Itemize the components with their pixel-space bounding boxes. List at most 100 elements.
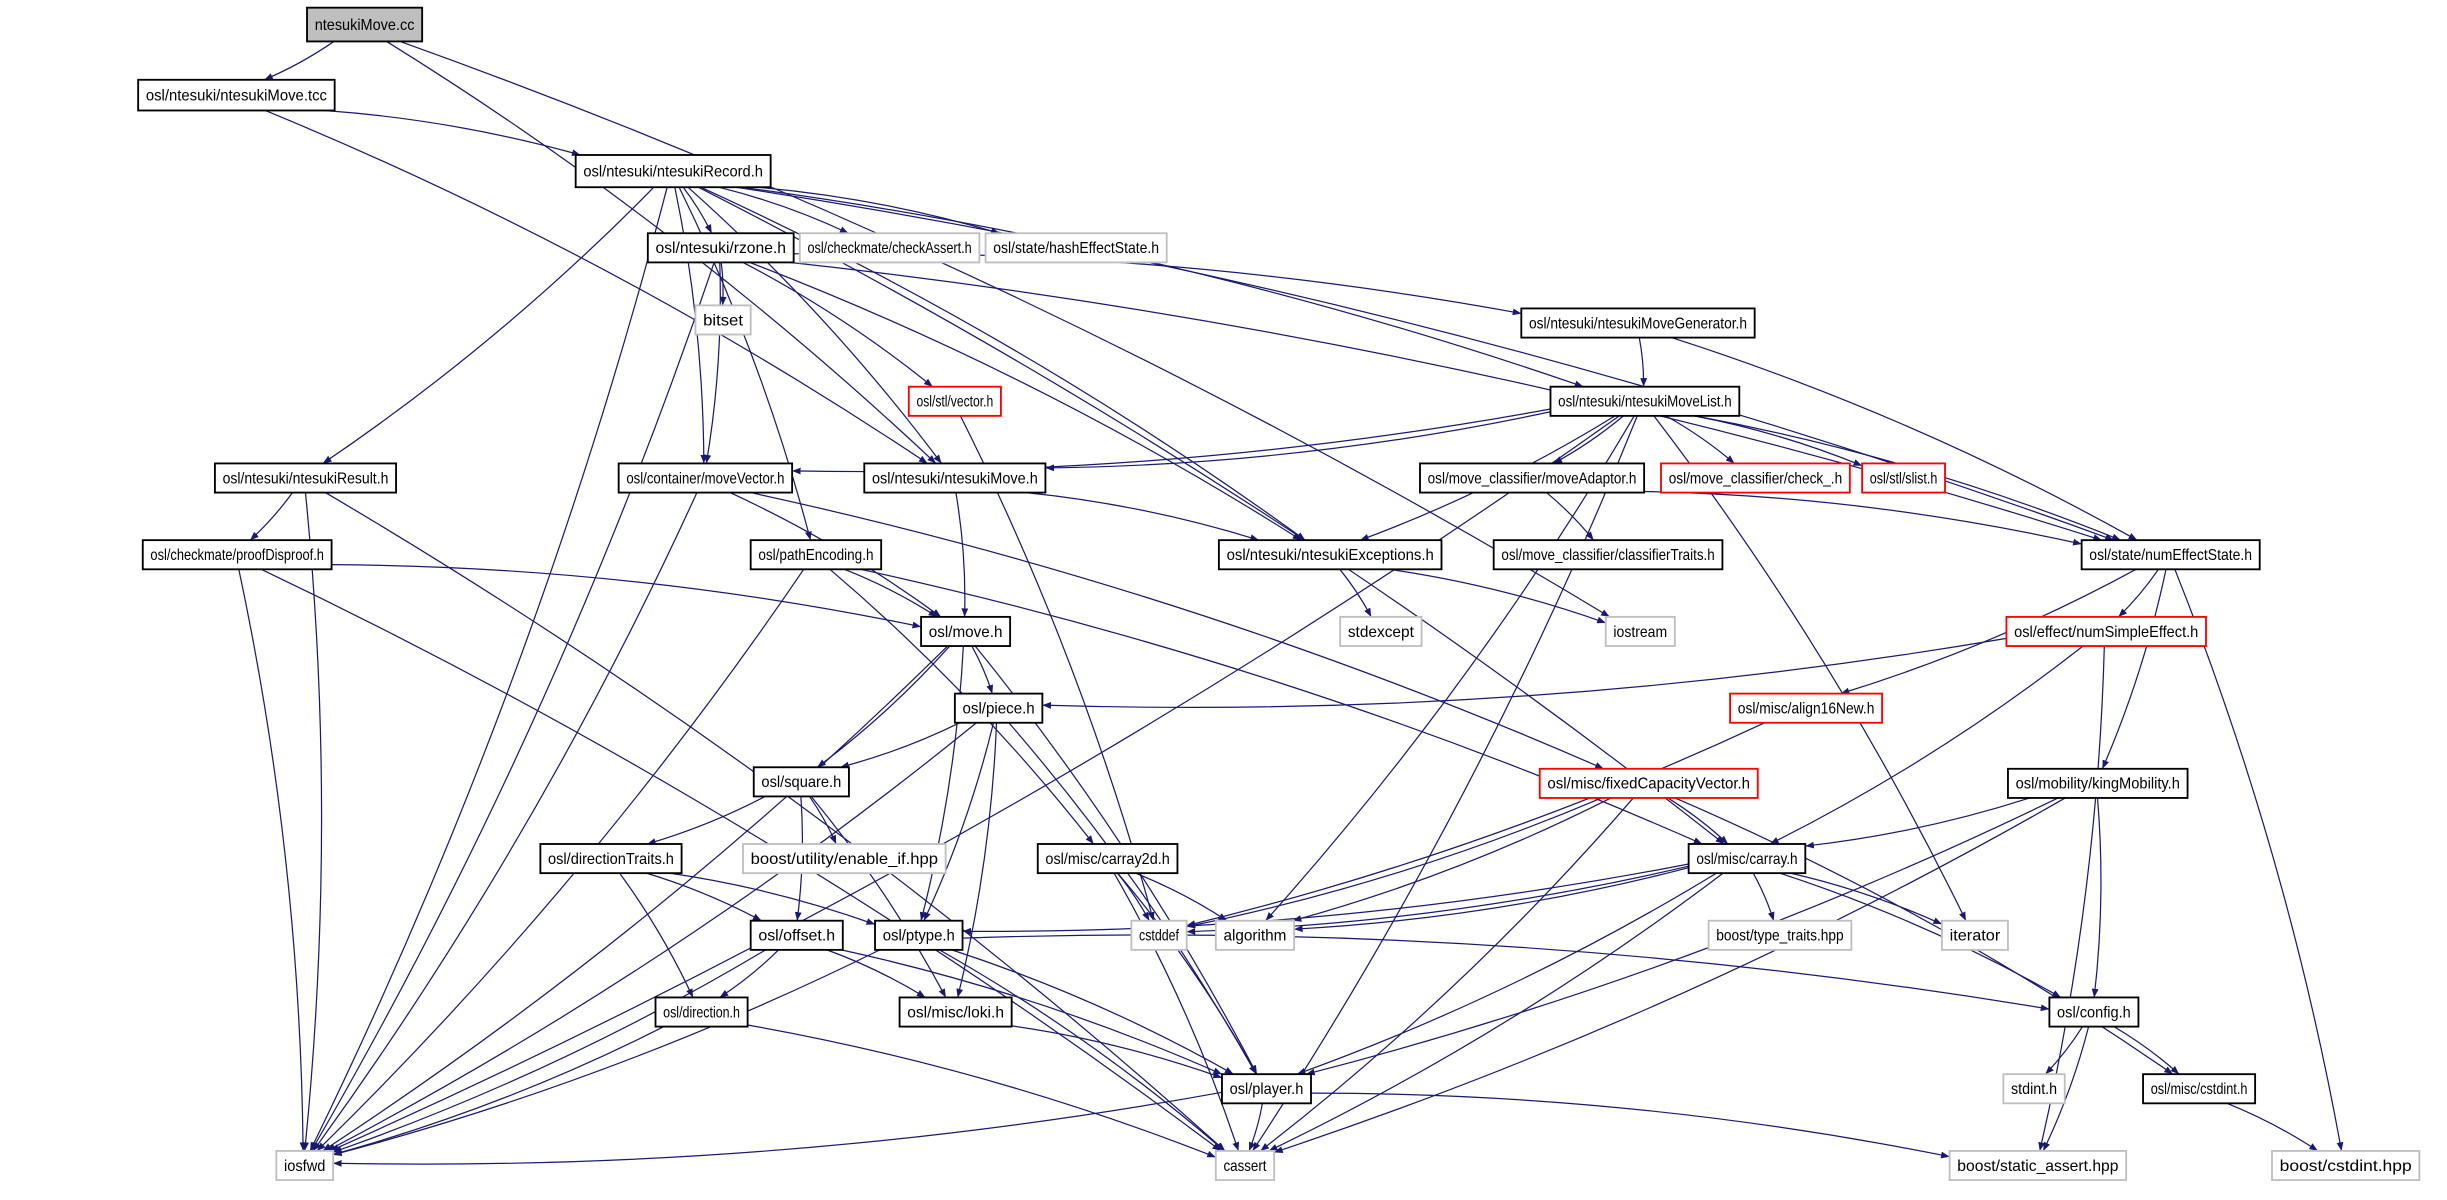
node-box xyxy=(654,996,749,1028)
node-check_[interactable]: osl/move_classifier/check_.h xyxy=(1660,462,1851,494)
edge-moveList-to-moveAdaptor xyxy=(1553,415,1624,464)
node-carray[interactable]: osl/misc/carray.h xyxy=(1687,843,1807,875)
node-stdexcept[interactable]: stdexcept xyxy=(1339,615,1423,647)
node-iostream[interactable]: iostream xyxy=(1604,615,1676,647)
edge-piece-to-square xyxy=(840,722,960,769)
node-box xyxy=(749,539,883,571)
node-box xyxy=(617,462,794,494)
node-fixedCapacityVector[interactable]: osl/misc/fixedCapacityVector.h xyxy=(1538,767,1759,799)
node-numEffectState[interactable]: osl/state/numEffectState.h xyxy=(2080,539,2261,571)
edge-pathEncoding-to-move xyxy=(844,568,938,618)
node-moveGenerator[interactable]: osl/ntesuki/ntesukiMoveGenerator.h xyxy=(1520,307,1756,339)
node-box xyxy=(1707,919,1853,951)
node-box xyxy=(1221,1073,1312,1105)
node-label: osl/mobility/kingMobility.h xyxy=(2016,776,2180,793)
node-iterator[interactable]: iterator xyxy=(1941,919,2009,951)
node-box xyxy=(1036,843,1179,875)
node-pathEncoding[interactable]: osl/pathEncoding.h xyxy=(749,539,883,571)
edge-ptype-to-player xyxy=(951,949,1234,1075)
edge-moveAdaptor-to-classifierTraits xyxy=(1546,492,1595,541)
edge-record-to-moveList xyxy=(741,186,1584,388)
node-slist[interactable]: osl/stl/slist.h xyxy=(1861,462,1946,494)
edge-carray2d-to-player xyxy=(1117,872,1257,1075)
node-label: osl/config.h xyxy=(2057,1004,2131,1021)
node-box xyxy=(752,766,850,798)
node-box xyxy=(213,462,397,494)
node-label: osl/ntesuki/ntesukiMoveList.h xyxy=(1558,394,1731,411)
node-kingMobility[interactable]: osl/mobility/kingMobility.h xyxy=(2007,767,2189,799)
edge-numEffectState-to-align16New xyxy=(1840,568,2137,695)
node-record[interactable]: osl/ntesuki/ntesukiRecord.h xyxy=(574,154,772,189)
node-label: boost/type_traits.hpp xyxy=(1716,928,1843,945)
edge-offset-to-player xyxy=(841,949,1223,1075)
node-box xyxy=(1549,385,1741,417)
node-rzone[interactable]: osl/ntesuki/rzone.h xyxy=(646,232,795,264)
edge-carray-to-ptype xyxy=(962,863,1689,935)
node-label: bitset xyxy=(703,312,744,329)
node-label: osl/container/moveVector.h xyxy=(626,470,784,487)
edge-directionTraits-to-ptype xyxy=(669,872,876,925)
node-misccstdint[interactable]: osl/misc/cstdint.h xyxy=(2142,1073,2257,1105)
node-exceptions[interactable]: osl/ntesuki/ntesukiExceptions.h xyxy=(1217,539,1443,571)
node-box xyxy=(2002,1073,2066,1105)
node-classifierTraits[interactable]: osl/move_classifier/classifierTraits.h xyxy=(1492,539,1724,571)
node-label: boost/static_assert.hpp xyxy=(1957,1158,2118,1175)
edge-tcc-to-ntMove xyxy=(264,109,928,464)
node-moveAdaptor[interactable]: osl/move_classifier/moveAdaptor.h xyxy=(1419,462,1646,494)
node-offset[interactable]: osl/offset.h xyxy=(749,919,844,951)
node-algorithm[interactable]: algorithm xyxy=(1214,919,1296,951)
node-moveList[interactable]: osl/ntesuki/ntesukiMoveList.h xyxy=(1549,385,1741,417)
node-stdint[interactable]: stdint.h xyxy=(2002,1073,2066,1105)
node-bitset[interactable]: bitset xyxy=(694,304,752,336)
node-square[interactable]: osl/square.h xyxy=(752,766,850,798)
node-box xyxy=(2080,539,2261,571)
node-piece[interactable]: osl/piece.h xyxy=(953,692,1044,724)
node-cc[interactable]: ntesukiMove.cc xyxy=(306,6,424,43)
node-result[interactable]: osl/ntesuki/ntesukiResult.h xyxy=(213,462,397,494)
node-player[interactable]: osl/player.h xyxy=(1221,1073,1312,1105)
edge-exceptions-to-stdexcept xyxy=(1339,568,1372,618)
node-moveVector[interactable]: osl/container/moveVector.h xyxy=(617,462,794,494)
edge-piece-to-ptype xyxy=(923,722,995,921)
node-enable_if[interactable]: boost/utility/enable_if.hpp xyxy=(742,843,947,875)
node-cassert[interactable]: cassert xyxy=(1214,1149,1276,1181)
node-static_assert[interactable]: boost/static_assert.hpp xyxy=(1948,1149,2128,1181)
node-directionTraits[interactable]: osl/directionTraits.h xyxy=(539,843,683,875)
edge-cc-to-iostream xyxy=(399,40,1610,618)
node-boostcstdint[interactable]: boost/cstdint.hpp xyxy=(2271,1149,2421,1181)
edge-fixedCapacityVector-to-cstddef xyxy=(1186,797,1602,929)
node-label: osl/misc/align16New.h xyxy=(1738,701,1875,718)
node-iosfwd[interactable]: iosfwd xyxy=(275,1149,335,1181)
node-type_traits[interactable]: boost/type_traits.hpp xyxy=(1707,919,1853,951)
node-config[interactable]: osl/config.h xyxy=(2048,996,2140,1028)
edge-ptype-to-config xyxy=(962,934,2050,1012)
node-label: osl/misc/fixedCapacityVector.h xyxy=(1547,776,1750,793)
edge-square-to-loki xyxy=(810,796,947,998)
node-proofDisproof[interactable]: osl/checkmate/proofDisproof.h xyxy=(141,539,333,571)
node-box xyxy=(1729,692,1883,724)
node-loki[interactable]: osl/misc/loki.h xyxy=(898,996,1013,1028)
node-direction[interactable]: osl/direction.h xyxy=(654,996,749,1028)
edge-result-to-iosfwd xyxy=(302,492,323,1151)
node-label: osl/directionTraits.h xyxy=(548,851,674,868)
node-label: osl/misc/carray.h xyxy=(1696,851,1797,868)
edge-direction-to-cassert xyxy=(747,1024,1217,1158)
node-cstddef[interactable]: cstddef xyxy=(1130,919,1188,951)
node-ptype[interactable]: osl/ptype.h xyxy=(874,919,964,951)
node-numSimpleEffect[interactable]: osl/effect/numSimpleEffect.h xyxy=(2005,615,2207,647)
node-label: osl/ntesuki/ntesukiResult.h xyxy=(223,470,389,487)
node-box xyxy=(1214,919,1296,951)
node-ntMove[interactable]: osl/ntesuki/ntesukiMove.h xyxy=(863,462,1047,494)
node-align16New[interactable]: osl/misc/align16New.h xyxy=(1729,692,1883,724)
node-hashEffectState[interactable]: osl/state/hashEffectState.h xyxy=(984,232,1168,264)
edge-moveList-to-ntMove xyxy=(1045,411,1551,472)
node-box xyxy=(646,232,795,264)
node-carray2d[interactable]: osl/misc/carray2d.h xyxy=(1036,843,1179,875)
node-move[interactable]: osl/move.h xyxy=(920,615,1012,647)
edge-moveVector-to-fixedCapacityVector xyxy=(750,491,1604,770)
edge-config-to-stdint xyxy=(2044,1026,2084,1075)
node-tcc[interactable]: osl/ntesuki/ntesukiMove.tcc xyxy=(137,78,336,112)
node-checkAssert[interactable]: osl/checkmate/checkAssert.h xyxy=(798,232,981,264)
node-box xyxy=(1687,843,1807,875)
node-stlvector[interactable]: osl/stl/vector.h xyxy=(907,385,1002,417)
